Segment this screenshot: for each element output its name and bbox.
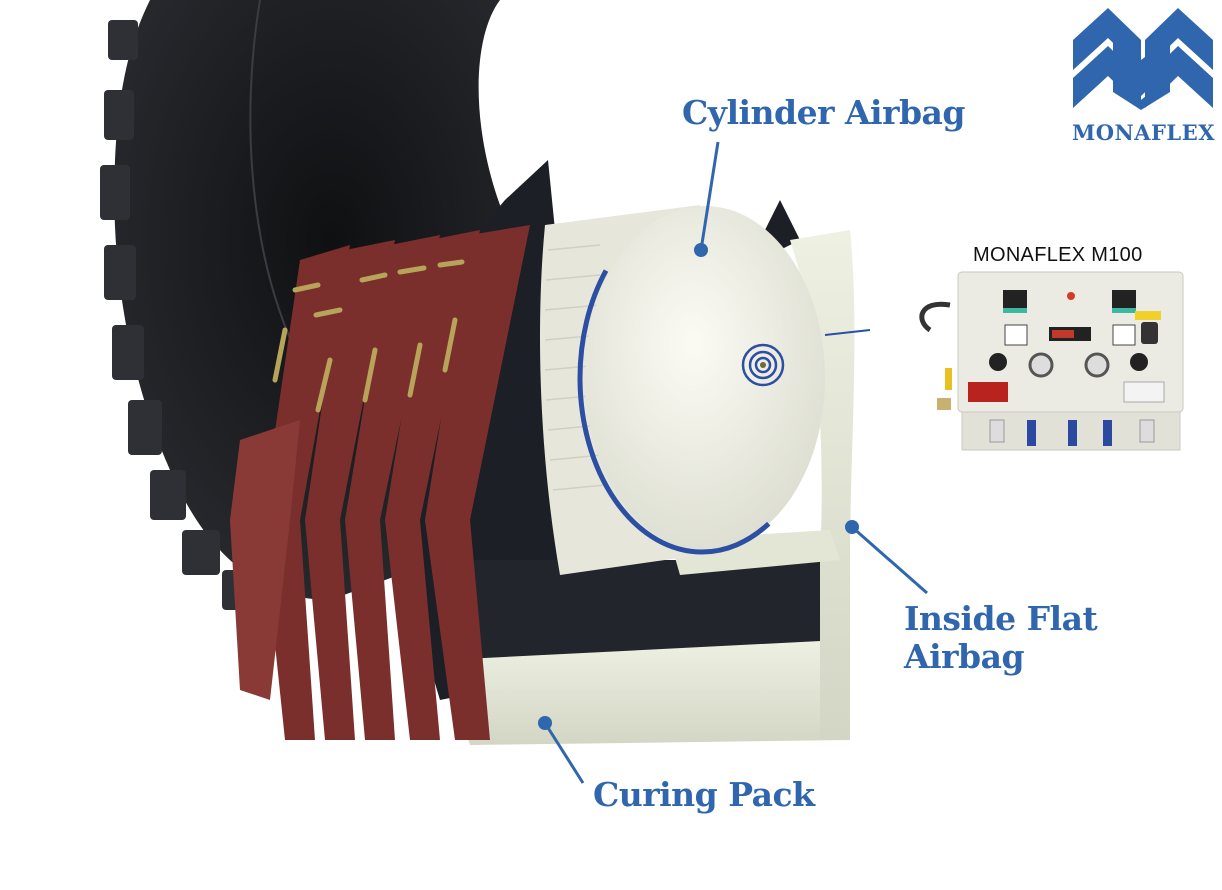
callout-leader-curing-pack	[538, 716, 585, 784]
monaflex-m-logo-icon	[1073, 8, 1213, 110]
callout-inside-flat-airbag: Inside Flat Airbag	[904, 599, 1098, 676]
product-inset-title: MONAFLEX M100	[973, 244, 1143, 266]
m100-control-panel-icon	[919, 271, 1184, 451]
callout-inside-flat-airbag-line1: Inside Flat	[904, 599, 1098, 638]
callout-cylinder-airbag: Cylinder Airbag	[682, 93, 966, 132]
callout-curing-pack: Curing Pack	[593, 775, 815, 814]
cylinder-airbag-icon	[540, 201, 871, 575]
callout-inside-flat-airbag-line2: Airbag	[904, 636, 1025, 676]
ratchet-straps-icon	[230, 225, 530, 740]
callout-leader-inside-flat-airbag	[845, 520, 928, 595]
brand-name: MONAFLEX	[1072, 120, 1216, 145]
callout-leader-cylinder-airbag	[694, 141, 720, 257]
